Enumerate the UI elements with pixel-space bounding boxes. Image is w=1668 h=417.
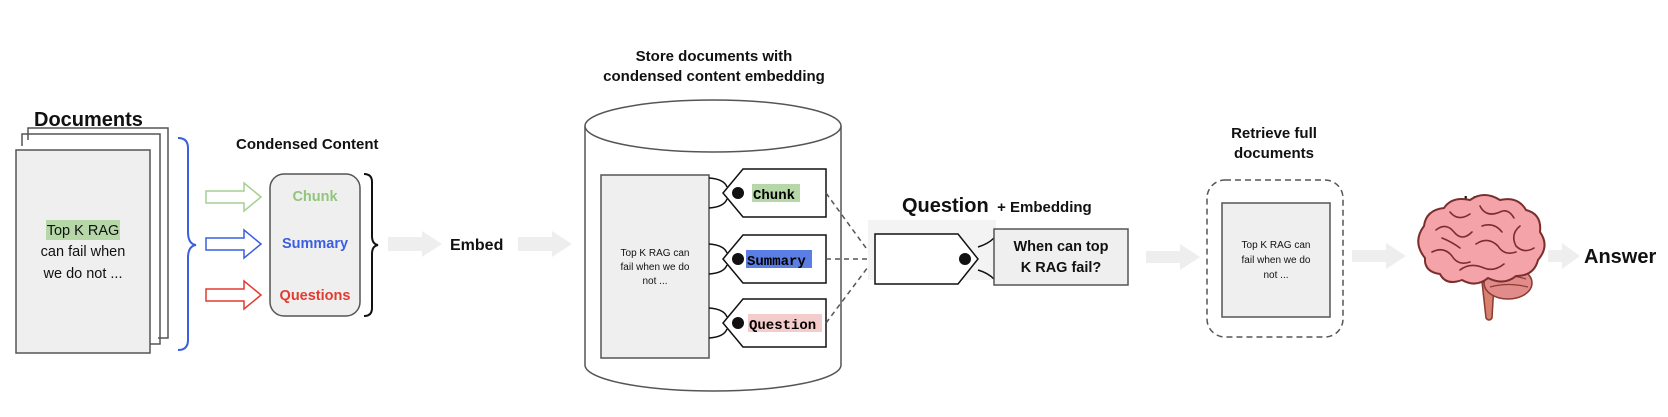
condensed-questions-label: Questions xyxy=(280,288,351,304)
tag-summary: Summary xyxy=(708,234,827,284)
stored-doc-line-3: not ... xyxy=(642,276,667,287)
condensed-summary-label: Summary xyxy=(282,236,348,252)
store-title-line-1: Store documents with xyxy=(636,48,793,65)
retrieved-doc-line-3: not ... xyxy=(1263,270,1288,281)
question-heading: Question + Embedding xyxy=(902,195,1092,217)
retrieve-title-line-1: Retrieve full xyxy=(1231,125,1317,142)
question-title: Question xyxy=(902,195,989,217)
embed-label: Embed xyxy=(450,237,503,254)
retrieved-doc-line-1: Top K RAG can xyxy=(1242,240,1311,251)
condensed-brace xyxy=(363,173,379,317)
stored-document xyxy=(600,174,710,359)
flow-arrow-5 xyxy=(1548,243,1580,269)
tag-chunk: Chunk xyxy=(708,168,827,218)
documents-brace xyxy=(177,137,197,351)
store-title-line-2: condensed content embedding xyxy=(603,68,825,85)
stored-doc-line-2: fail when we do xyxy=(621,262,690,273)
answer-label: Answer xyxy=(1584,246,1656,268)
retrieve-title-line-2: documents xyxy=(1234,145,1314,162)
condensed-arrows xyxy=(205,181,263,311)
question-text-line-2: K RAG fail? xyxy=(1021,260,1102,276)
doc-highlight xyxy=(46,220,120,240)
tag-question: Question xyxy=(708,298,827,348)
flow-arrow-3 xyxy=(1146,244,1200,270)
flow-arrow-4 xyxy=(1352,243,1406,269)
retrieved-document xyxy=(1221,202,1331,318)
questions-arrow xyxy=(205,279,263,311)
question-text-line-1: When can top xyxy=(1013,239,1108,255)
summary-arrow xyxy=(205,228,263,260)
document-stack: Top K RAG can fail when we do not ... xyxy=(15,127,169,354)
question-box xyxy=(993,228,1129,286)
question-tag xyxy=(868,220,996,285)
chunk-arrow xyxy=(205,181,263,213)
documents-title: Documents xyxy=(34,109,143,131)
document-page xyxy=(15,149,151,354)
condensed-box xyxy=(269,173,361,317)
tag-question-label: Question xyxy=(749,318,816,334)
condensed-chunk-label: Chunk xyxy=(292,189,338,205)
flow-arrow-2 xyxy=(518,231,572,257)
stored-doc-line-1: Top K RAG can xyxy=(621,248,690,259)
tag-chunk-label: Chunk xyxy=(753,188,795,204)
tag-summary-label: Summary xyxy=(747,254,806,270)
question-suffix: + Embedding xyxy=(997,199,1092,216)
doc-text-line-2: can fail when xyxy=(41,244,126,260)
doc-text-line-3: we do not ... xyxy=(43,266,123,282)
flow-arrow-1 xyxy=(388,231,442,257)
brain-icon xyxy=(1417,194,1546,321)
doc-text-line-1: Top K RAG xyxy=(47,223,120,239)
retrieved-doc-line-2: fail when we do xyxy=(1242,255,1311,266)
similarity-connectors xyxy=(825,192,875,324)
condensed-title: Condensed Content xyxy=(236,136,379,153)
